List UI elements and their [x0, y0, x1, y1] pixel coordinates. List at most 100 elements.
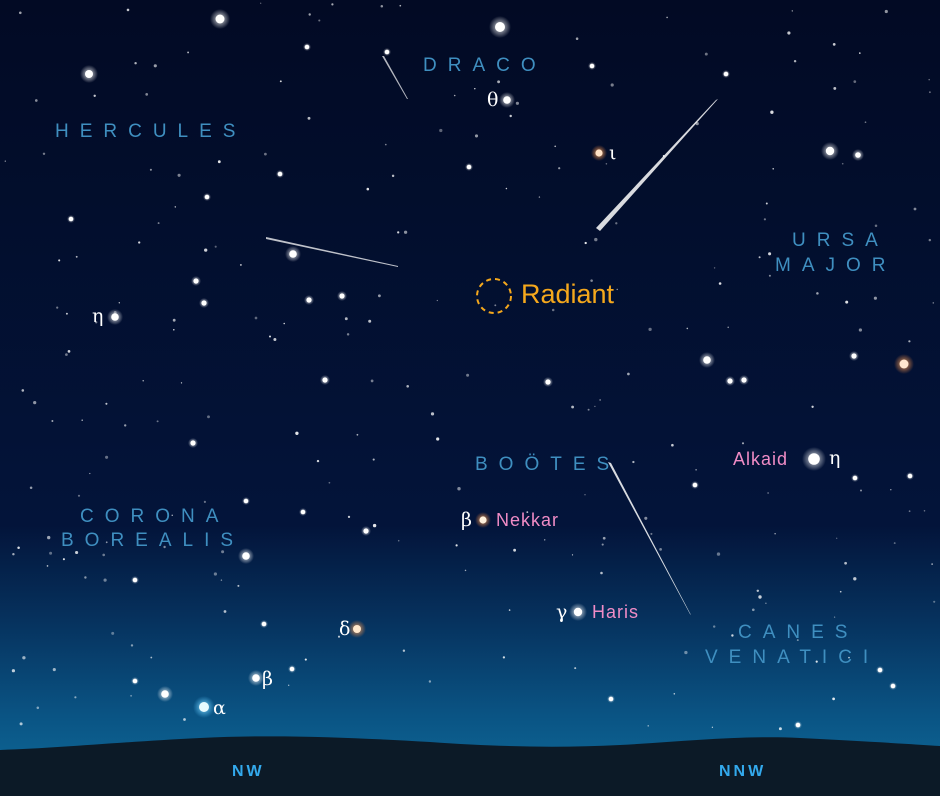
faint-star [328, 481, 331, 484]
faint-star [75, 550, 79, 555]
star-hercules-eta [111, 313, 119, 321]
faint-star [765, 202, 768, 205]
faint-star [105, 455, 109, 459]
star [495, 22, 505, 32]
faint-star [288, 684, 290, 686]
star [193, 278, 199, 284]
faint-star [928, 91, 931, 94]
faint-star [890, 488, 892, 491]
faint-star [864, 121, 867, 124]
faint-star [118, 302, 120, 304]
faint-star [767, 492, 769, 494]
faint-star [859, 52, 861, 54]
faint-stars [4, 2, 936, 731]
faint-star [149, 168, 152, 171]
faint-star [659, 548, 662, 551]
star [727, 378, 733, 384]
faint-star [75, 255, 78, 258]
faint-star [666, 16, 668, 19]
faint-star [36, 706, 40, 710]
faint-star [908, 340, 911, 343]
star-alkaid [808, 453, 820, 465]
faint-star [686, 327, 689, 330]
faint-star [502, 656, 506, 659]
faint-star [571, 554, 574, 556]
label-corona: CORONA [80, 506, 230, 527]
star [306, 297, 312, 303]
faint-star [832, 697, 835, 701]
faint-star [428, 680, 432, 683]
faint-star [858, 328, 863, 332]
faint-star [874, 224, 878, 228]
faint-star [173, 328, 175, 331]
faint-star [346, 333, 350, 336]
faint-star [727, 326, 729, 329]
faint-star [601, 543, 604, 546]
faint-star [436, 299, 438, 302]
bright-stars [67, 9, 914, 729]
faint-star [923, 510, 926, 512]
star [703, 356, 711, 364]
star [825, 146, 835, 156]
label-draco-theta: θ [487, 89, 499, 111]
faint-star [787, 31, 791, 35]
faint-star [102, 553, 106, 557]
faint-star [49, 551, 53, 555]
faint-star [156, 420, 159, 423]
faint-star [47, 535, 51, 540]
faint-star [93, 94, 96, 97]
faint-star [406, 385, 410, 388]
faint-star [599, 399, 601, 401]
faint-star [836, 537, 838, 539]
faint-star [845, 300, 849, 304]
faint-star [138, 241, 141, 244]
faint-star [778, 727, 782, 731]
faint-star [908, 510, 911, 513]
faint-star [377, 294, 381, 298]
star [877, 667, 883, 673]
faint-star [860, 489, 862, 492]
faint-star [304, 658, 307, 661]
faint-star [130, 644, 134, 647]
faint-star [796, 639, 799, 642]
faint-star [171, 514, 173, 516]
faint-star [403, 230, 408, 234]
faint-star [380, 4, 384, 8]
faint-star [34, 99, 38, 102]
label-canes: CANES [738, 622, 859, 643]
faint-star [204, 248, 208, 252]
faint-star [4, 160, 6, 162]
faint-star [221, 550, 225, 554]
faint-star [331, 3, 334, 6]
faint-star [384, 143, 387, 146]
label-venatici: VENATICI [705, 647, 880, 668]
star [243, 498, 249, 504]
faint-star [33, 400, 37, 405]
star [692, 482, 698, 488]
faint-star [180, 382, 183, 384]
star-draco-theta [503, 96, 511, 104]
faint-star [474, 134, 479, 138]
faint-star [368, 319, 372, 323]
star [289, 666, 295, 672]
star-draco-iota [595, 149, 603, 157]
faint-star [841, 162, 844, 165]
star [545, 379, 551, 385]
faint-star [239, 263, 242, 266]
faint-star [397, 231, 400, 234]
faint-star [439, 128, 443, 133]
star [201, 300, 207, 306]
faint-star [203, 500, 206, 503]
faint-star [509, 114, 512, 118]
faint-star [741, 442, 745, 445]
faint-star [933, 600, 936, 603]
star [723, 71, 729, 77]
faint-star [453, 94, 456, 97]
faint-star [793, 59, 797, 63]
faint-star [615, 222, 618, 225]
faint-star [590, 279, 593, 282]
star [795, 722, 801, 728]
faint-star [791, 10, 793, 12]
faint-star [928, 78, 930, 81]
